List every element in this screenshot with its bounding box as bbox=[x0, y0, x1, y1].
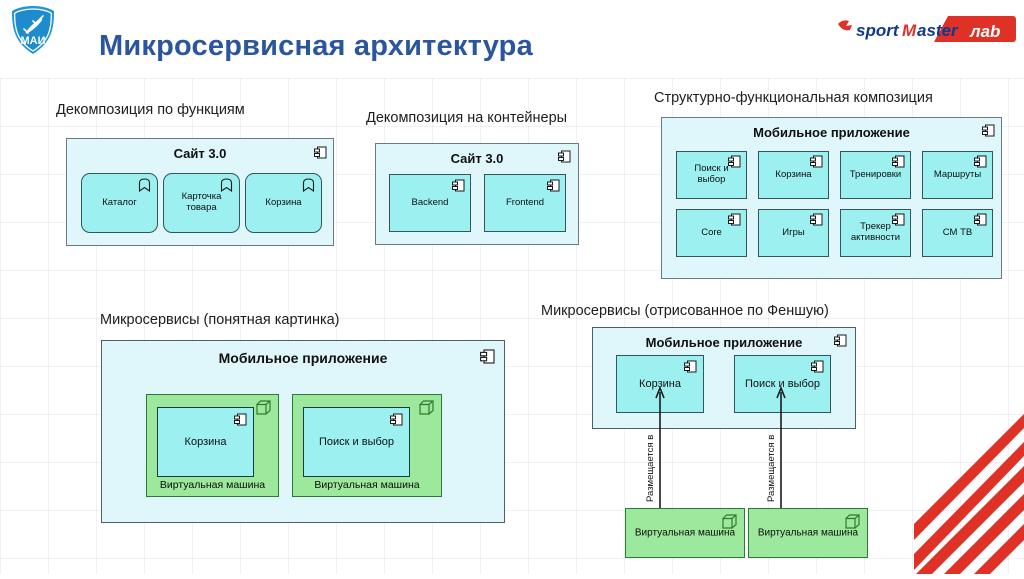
relation-label-1: Размещается в bbox=[645, 434, 656, 502]
package-title: Мобильное приложение bbox=[753, 125, 910, 140]
node-virtual-machine-2[interactable]: Поиск и выбор Виртуальная машина bbox=[292, 394, 442, 497]
package-title: Мобильное приложение bbox=[218, 350, 388, 366]
node-virtual-machine-feng-2[interactable]: Виртуальная машина bbox=[748, 508, 868, 558]
cube-node-icon bbox=[845, 514, 860, 529]
svg-text:M: M bbox=[902, 21, 917, 40]
component-label: Трекер активности bbox=[850, 221, 901, 243]
component-label: Backend bbox=[411, 196, 449, 208]
package-mobile-app-clear: Мобильное приложение Корзина Виртуальная… bbox=[101, 340, 505, 523]
component-igry[interactable]: Игры bbox=[758, 209, 829, 257]
uml-component-icon bbox=[547, 179, 560, 192]
package-title: Мобильное приложение bbox=[645, 335, 803, 350]
component-frontend[interactable]: Frontend bbox=[484, 174, 566, 232]
component-marshruty[interactable]: Маршруты bbox=[922, 151, 993, 199]
relation-label-2: Размещается в bbox=[766, 434, 777, 502]
uml-component-icon bbox=[892, 213, 905, 226]
node-label: Виртуальная машина bbox=[757, 527, 859, 539]
node-label: Виртуальная машина bbox=[634, 527, 736, 539]
uml-component-icon bbox=[452, 179, 465, 192]
uml-component-icon bbox=[728, 155, 741, 168]
component-backend[interactable]: Backend bbox=[389, 174, 471, 232]
uml-component-icon bbox=[234, 413, 247, 426]
svg-text:МАИ: МАИ bbox=[20, 35, 45, 47]
package-title: Сайт 3.0 bbox=[173, 146, 227, 161]
package-mobile-app-structural: Мобильное приложение Поиск и выбор Корзи… bbox=[661, 117, 1002, 279]
component-label: Маршруты bbox=[933, 168, 982, 180]
cube-node-icon bbox=[419, 400, 434, 415]
uml-component-icon bbox=[974, 213, 987, 226]
deployment-arrow-1 bbox=[655, 385, 665, 512]
bookmark-icon bbox=[302, 178, 315, 193]
node-label: Виртуальная машина bbox=[314, 479, 420, 491]
component-korzina[interactable]: Корзина bbox=[245, 173, 322, 233]
component-label: Карточка товара bbox=[181, 191, 222, 213]
uml-component-icon bbox=[834, 334, 847, 347]
caption-microservices-feng: Микросервисы (отрисованное по Феншую) bbox=[541, 303, 829, 319]
uml-component-icon bbox=[982, 124, 995, 137]
component-label: Поиск и выбор bbox=[744, 377, 821, 390]
caption-microservices-clear: Микросервисы (понятная картинка) bbox=[100, 312, 340, 328]
component-korzina[interactable]: Корзина bbox=[616, 355, 704, 413]
mai-logo: МАИ bbox=[7, 4, 59, 56]
uml-component-icon bbox=[314, 146, 327, 159]
component-korzina[interactable]: Корзина bbox=[157, 407, 254, 477]
uml-component-icon bbox=[974, 155, 987, 168]
sportmaster-lab-logo: sport M aster лаb bbox=[830, 14, 1016, 44]
caption-decomposition-functions: Декомпозиция по функциям bbox=[56, 102, 245, 118]
component-label: Корзина bbox=[775, 168, 812, 180]
component-label: Тренировки bbox=[849, 168, 902, 180]
component-label: Поиск и выбор bbox=[318, 435, 395, 448]
svg-text:лаb: лаb bbox=[969, 22, 1000, 41]
node-virtual-machine-feng-1[interactable]: Виртуальная машина bbox=[625, 508, 745, 558]
uml-component-icon bbox=[728, 213, 741, 226]
uml-component-icon bbox=[810, 155, 823, 168]
component-label: Каталог bbox=[102, 196, 137, 208]
component-label: Корзина bbox=[265, 196, 302, 208]
component-label: Поиск и выбор bbox=[694, 163, 729, 185]
uml-component-icon bbox=[390, 413, 403, 426]
package-site-30-containers: Сайт 3.0 Backend Frontend bbox=[375, 143, 579, 245]
cube-node-icon bbox=[256, 400, 271, 415]
deployment-arrow-2 bbox=[776, 385, 786, 512]
component-kartochka-tovara[interactable]: Карточка товара bbox=[163, 173, 240, 233]
uml-component-icon bbox=[558, 150, 571, 163]
uml-component-icon bbox=[810, 213, 823, 226]
component-label: СМ ТВ bbox=[942, 226, 973, 238]
page-title: Микросервисная архитектура bbox=[99, 30, 533, 62]
uml-component-icon bbox=[892, 155, 905, 168]
package-site-30-functions: Сайт 3.0 Каталог Карточка товара Корзина bbox=[66, 138, 334, 246]
svg-text:sport: sport bbox=[856, 21, 900, 40]
component-core[interactable]: Core bbox=[676, 209, 747, 257]
uml-component-icon bbox=[480, 349, 495, 364]
component-label: Корзина bbox=[639, 377, 681, 390]
component-label: Корзина bbox=[184, 435, 227, 448]
node-virtual-machine-1[interactable]: Корзина Виртуальная машина bbox=[146, 394, 279, 497]
component-katalog[interactable]: Каталог bbox=[81, 173, 158, 233]
component-poisk-i-vybor[interactable]: Поиск и выбор bbox=[734, 355, 831, 413]
component-label: Core bbox=[701, 226, 722, 238]
caption-decomposition-containers: Декомпозиция на контейнеры bbox=[366, 110, 568, 126]
svg-text:aster: aster bbox=[917, 21, 959, 40]
component-poisk-i-vybor[interactable]: Поиск и выбор bbox=[676, 151, 747, 199]
decorative-red-stripes bbox=[914, 414, 1024, 574]
component-trenirovki[interactable]: Тренировки bbox=[840, 151, 911, 199]
uml-component-icon bbox=[684, 360, 697, 373]
component-poisk-i-vybor[interactable]: Поиск и выбор bbox=[303, 407, 410, 477]
component-korzina[interactable]: Корзина bbox=[758, 151, 829, 199]
uml-component-icon bbox=[811, 360, 824, 373]
package-title: Сайт 3.0 bbox=[450, 151, 504, 166]
component-sm-tv[interactable]: СМ ТВ bbox=[922, 209, 993, 257]
component-label: Frontend bbox=[505, 196, 545, 208]
bookmark-icon bbox=[138, 178, 151, 193]
component-label: Игры bbox=[782, 226, 805, 238]
bookmark-icon bbox=[220, 178, 233, 193]
package-mobile-app-feng: Мобильное приложение Корзина Поиск и выб… bbox=[592, 327, 856, 429]
component-treker-aktivnosti[interactable]: Трекер активности bbox=[840, 209, 911, 257]
caption-structural-composition: Структурно-функциональная композиция bbox=[654, 90, 933, 106]
cube-node-icon bbox=[722, 514, 737, 529]
node-label: Виртуальная машина bbox=[159, 479, 266, 491]
